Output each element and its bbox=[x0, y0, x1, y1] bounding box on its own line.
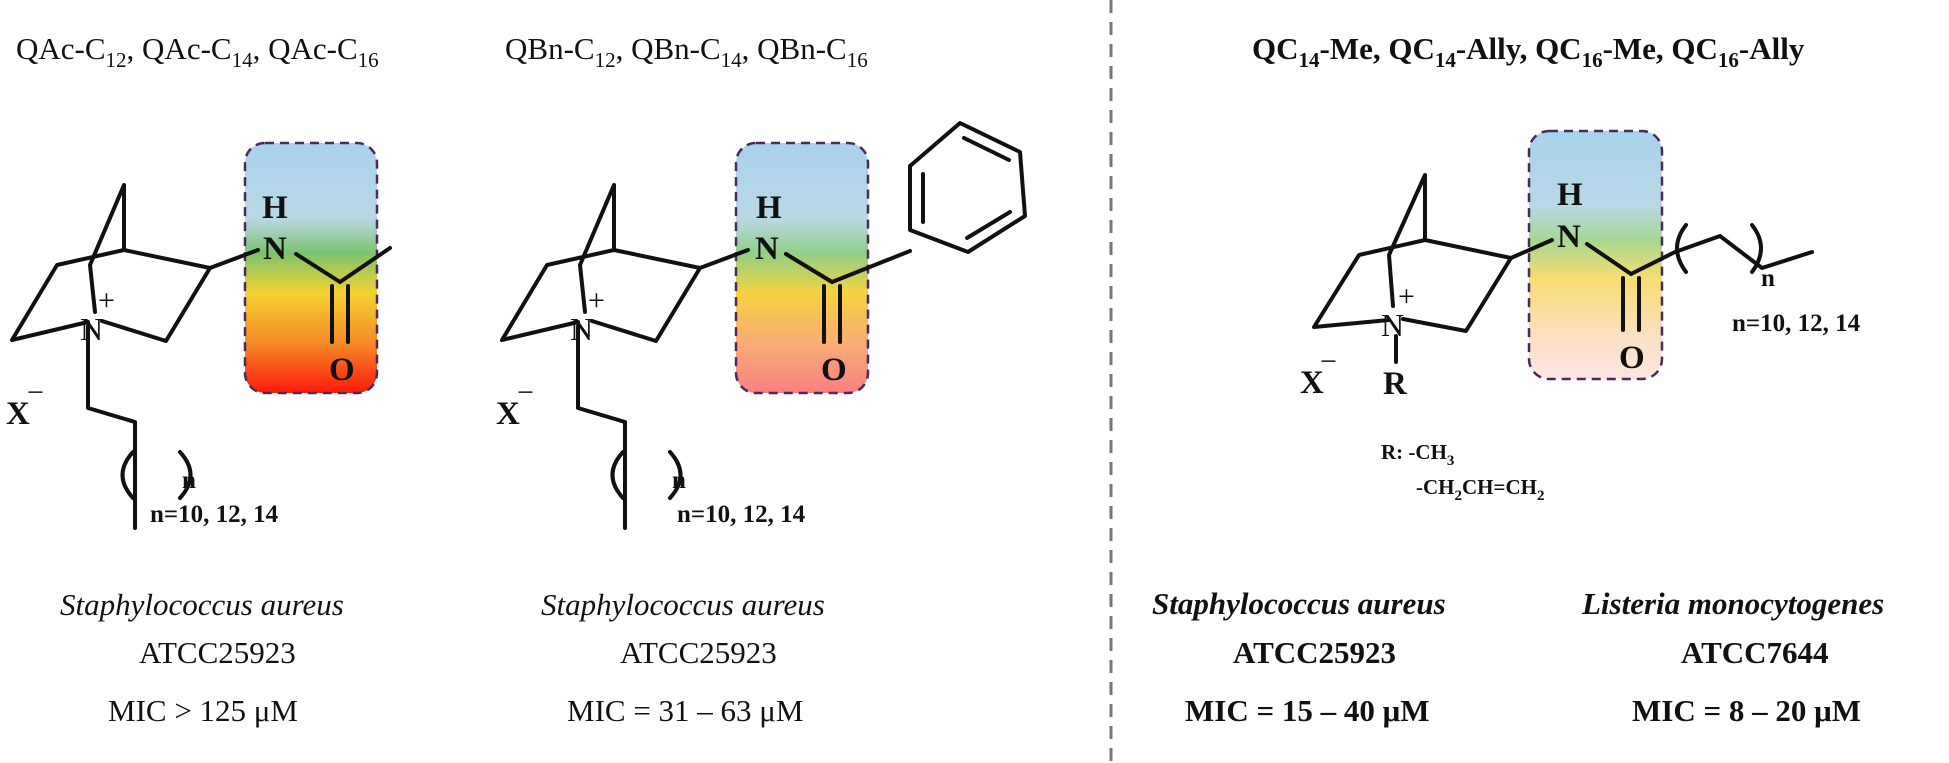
atom-o: O bbox=[1619, 340, 1645, 376]
strain-id: ATCC25923 bbox=[620, 635, 777, 670]
r-group-line1: R: -CH3 bbox=[1381, 440, 1454, 469]
qc-structure bbox=[1312, 173, 1814, 364]
atom-o: O bbox=[329, 352, 355, 388]
counterion-x: X bbox=[1300, 365, 1324, 401]
atom-h: H bbox=[262, 190, 288, 226]
r-group-line2: -CH2CH=CH2 bbox=[1416, 475, 1544, 504]
chain-n: n bbox=[1761, 265, 1775, 292]
charge-minus: − bbox=[1320, 345, 1337, 378]
charge-plus: + bbox=[1398, 280, 1415, 313]
mic-value: MIC > 125 μM bbox=[108, 693, 298, 728]
atom-h: H bbox=[1557, 177, 1583, 213]
amide-highlight-box bbox=[1527, 129, 1664, 381]
mic-value: MIC = 31 – 63 μM bbox=[567, 693, 803, 728]
amide-highlight-box bbox=[243, 141, 379, 395]
qbn-structure bbox=[500, 121, 1027, 530]
organism-name-2: Listeria monocytogenes bbox=[1581, 586, 1884, 621]
panel1-header: QAc-C12, QAc-C14, QAc-C16 bbox=[16, 31, 379, 72]
mic-value-2: MIC = 8 – 20 μM bbox=[1632, 693, 1861, 728]
atom-h: H bbox=[756, 190, 782, 226]
strain-id-2: ATCC7644 bbox=[1681, 635, 1829, 670]
counterion-x: X bbox=[496, 396, 520, 432]
panel-qac: QAc-C12, QAc-C14, QAc-C16 H N O N + X − … bbox=[6, 31, 392, 728]
counterion-x: X bbox=[6, 396, 30, 432]
n-values: n=10, 12, 14 bbox=[1732, 310, 1861, 337]
chain-n: n bbox=[672, 467, 686, 494]
chain-n: n bbox=[182, 467, 196, 494]
atom-n-amide: N bbox=[263, 231, 287, 267]
atom-n-plus: N bbox=[80, 311, 103, 347]
atom-n-amide: N bbox=[755, 231, 779, 267]
organism-name: Staphylococcus aureus bbox=[541, 587, 825, 622]
n-values: n=10, 12, 14 bbox=[677, 501, 806, 528]
atom-n-amide: N bbox=[1557, 219, 1581, 255]
panel-qbn: QBn-C12, QBn-C14, QBn-C16 H N O N + bbox=[496, 31, 1027, 728]
strain-id: ATCC25923 bbox=[139, 635, 296, 670]
organism-name-1: Staphylococcus aureus bbox=[1152, 586, 1446, 621]
atom-o: O bbox=[821, 352, 847, 388]
panel-qc: QC14-Me, QC14-Ally, QC16-Me, QC16-Ally H… bbox=[1152, 31, 1884, 728]
strain-id-1: ATCC25923 bbox=[1233, 635, 1396, 670]
amide-highlight-box bbox=[734, 141, 870, 395]
charge-plus: + bbox=[588, 284, 605, 317]
atom-n-plus: N bbox=[1381, 307, 1404, 343]
qac-structure bbox=[10, 183, 392, 530]
n-values: n=10, 12, 14 bbox=[150, 501, 279, 528]
charge-plus: + bbox=[98, 284, 115, 317]
charge-minus: − bbox=[517, 376, 534, 409]
panel2-header: QBn-C12, QBn-C14, QBn-C16 bbox=[505, 31, 868, 72]
charge-minus: − bbox=[27, 376, 44, 409]
atom-n-plus: N bbox=[570, 311, 593, 347]
mic-value-1: MIC = 15 – 40 μM bbox=[1185, 693, 1429, 728]
panel3-header: QC14-Me, QC14-Ally, QC16-Me, QC16-Ally bbox=[1252, 31, 1805, 72]
substituent-r: R bbox=[1383, 366, 1408, 402]
organism-name: Staphylococcus aureus bbox=[60, 587, 344, 622]
